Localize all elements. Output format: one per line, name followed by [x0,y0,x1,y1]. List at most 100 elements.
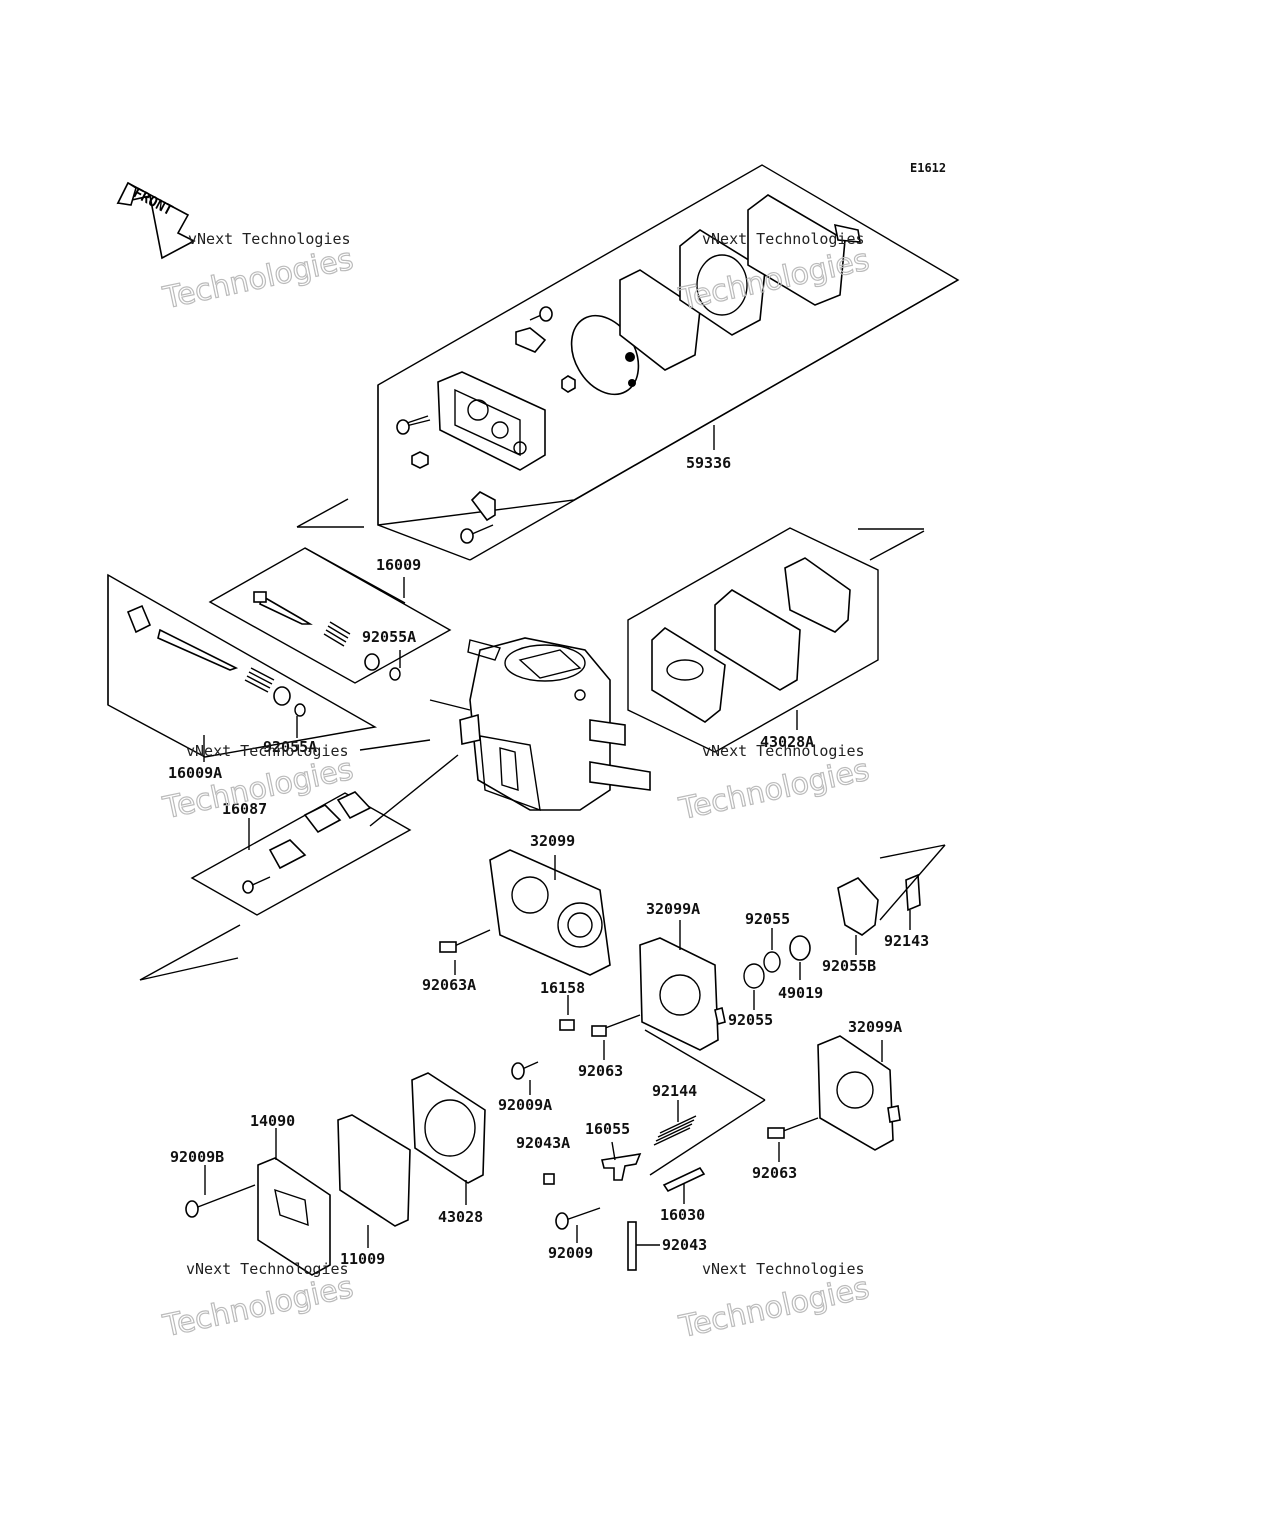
part-label-43028: 43028 [438,1208,483,1226]
svg-text:vNext Technologies: vNext Technologies [188,230,351,248]
pin-92043: 92043 [627,1221,707,1271]
gasket-43028a-3 [784,557,851,633]
watermark-5: Technologies vNext Technologies [159,1260,357,1345]
pump-cover-32099A-1: 32099A [639,900,766,1176]
part-label-92043A: 92043A [516,1134,570,1152]
part-label-92055-1: 92055 [745,910,790,928]
screw-92009: 92009 [548,1207,601,1262]
part-label-59336: 59336 [686,454,731,472]
part-label-49019: 49019 [778,984,823,1002]
gasket-16087-1 [303,804,342,834]
svg-text:Technologies: Technologies [676,753,873,828]
gasket-43028a-1 [651,627,726,723]
clip-92143: 92143 [879,844,946,950]
svg-text:Technologies: Technologies [676,1271,873,1346]
pump-clip-lower [470,491,496,522]
gasket-set-box: 43028A [627,527,925,753]
pump-clip-upper [515,327,547,353]
svg-text:vNext Technologies: vNext Technologies [186,742,349,760]
gasket-11009: 11009 [337,1114,411,1268]
part-label-32099A-2: 32099A [848,1018,902,1036]
part-label-92055-2: 92055 [728,1011,773,1029]
diagram-code: E1612 [910,161,946,175]
diaphragm-43028: 43028 [411,1072,486,1226]
part-label-16009: 16009 [376,556,421,574]
washer-16009 [364,653,380,671]
carb-fitting-2 [589,761,651,791]
cover-box-16087: 16087 [139,791,412,981]
pump-screw-1 [396,415,431,435]
watermark-4: Technologies vNext Technologies [675,742,873,828]
part-label-92143: 92143 [884,932,929,950]
part-label-16158: 16158 [540,979,585,997]
pump-nut-2 [561,375,576,393]
screw-92063-1: 92063 [578,1014,641,1080]
screw-16158: 16158 [540,979,585,1031]
cap-92055B: 92055B [822,877,879,975]
pump-gasket-1 [619,269,701,371]
cap-49019: 49019 [778,935,823,1002]
oring-92055A-2 [294,703,306,717]
spring-92144: 92144 [652,1082,697,1146]
part-label-32099A-1: 32099A [646,900,700,918]
part-label-92055A-2: 92055A [263,738,317,756]
part-label-92055B: 92055B [822,957,876,975]
spring-16009A [244,667,275,693]
pump-body [437,371,546,471]
pump-nipple [833,223,861,243]
pump-nut [411,451,429,469]
fuel-pump-box: 59336 [296,164,960,561]
oring-92055-1: 92055 [745,910,790,973]
oring-92055A-1 [389,667,401,681]
gasket-16087-2 [336,791,372,820]
part-label-32099: 32099 [530,832,575,850]
watermark-1: Technologies vNext Technologies [159,230,357,317]
part-label-16030: 16030 [660,1206,705,1224]
carburetor-body [369,637,651,827]
svg-text:vNext Technologies: vNext Technologies [702,1260,865,1278]
svg-text:vNext Technologies: vNext Technologies [186,1260,349,1278]
part-label-92144: 92144 [652,1082,697,1100]
part-label-92063A: 92063A [422,976,476,994]
part-label-92055A-1: 92055A [362,628,416,646]
pump-screw-2 [460,524,494,544]
screw-92063A: 92063A [422,929,491,994]
pump-gasket-2 [679,229,766,336]
part-label-92063-1: 92063 [578,1062,623,1080]
screw-16087 [242,876,271,894]
part-label-16087: 16087 [222,800,267,818]
screw-92009B: 92009B [170,1148,256,1218]
part-label-92009B: 92009B [170,1148,224,1166]
svg-text:vNext Technologies: vNext Technologies [702,742,865,760]
screw-92009A: 92009A [498,1061,552,1114]
needle-16009A [126,604,239,671]
part-label-92063-2: 92063 [752,1164,797,1182]
part-label-16009A: 16009A [168,764,222,782]
carb-fitting-1 [589,719,626,746]
needle-box-16009A: 92055A 16009A [107,573,431,782]
spring-16009 [323,621,351,647]
plate-16087 [268,839,307,870]
part-label-92009A: 92009A [498,1096,552,1114]
pump-cover [747,194,846,306]
needle-16009 [253,591,313,625]
part-label-11009: 11009 [340,1250,385,1268]
pump-cover-32099A-2: 32099A [817,1018,902,1151]
part-label-16055: 16055 [585,1120,630,1138]
lever-16055: 16055 [585,1120,642,1181]
part-label-43028A: 43028A [760,733,814,751]
screw-92063-2: 92063 [752,1117,819,1182]
part-label-92043: 92043 [662,1236,707,1254]
pump-cover-32099: 32099 [489,832,611,976]
needle-box-16009: 16009 92055A [208,547,452,684]
pump-screw-3 [529,306,553,322]
oring-92055-2: 92055 [728,963,773,1029]
svg-text:Technologies: Technologies [160,1270,357,1345]
part-label-92009: 92009 [548,1244,593,1262]
svg-text:Technologies: Technologies [160,242,357,317]
part-label-14090: 14090 [250,1112,295,1130]
needle-16030: 16030 [660,1166,706,1224]
cover-14090: 14090 [250,1112,331,1276]
svg-text:vNext Technologies: vNext Technologies [702,230,865,248]
